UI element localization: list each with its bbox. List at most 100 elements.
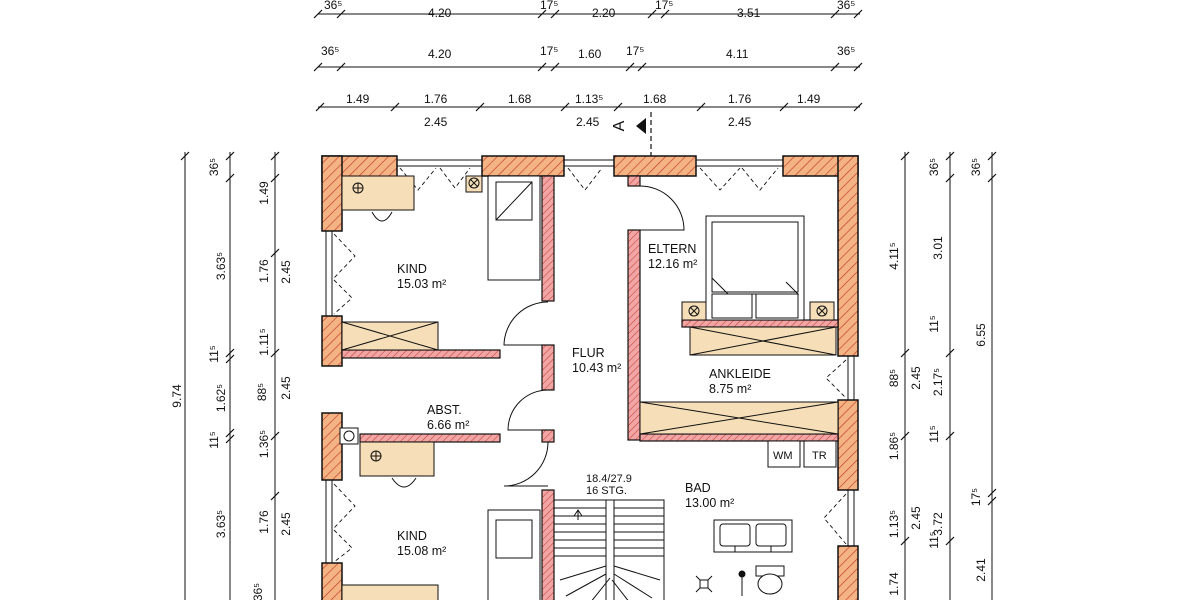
- dim-label: 17⁵: [540, 44, 558, 58]
- dim-label: 1.76: [424, 92, 448, 106]
- room-area: 12.16 m²: [648, 257, 697, 271]
- dim-label: 2.20: [592, 6, 616, 20]
- dim-label: 1.13⁵: [887, 510, 901, 538]
- dim-label: 1.11⁵: [257, 328, 271, 355]
- dim-label: 1.49: [257, 181, 271, 205]
- dim-label: 11⁵: [927, 425, 941, 442]
- dim-label: 1.49: [346, 92, 370, 106]
- room-name: ANKLEIDE: [709, 367, 771, 381]
- dim-label: 36⁵: [207, 158, 221, 176]
- stair-labels: 18.4/27.9 16 STG.: [586, 473, 632, 497]
- dim-label: 3.51: [737, 6, 761, 20]
- dim-label: 17⁵: [540, 0, 558, 12]
- dim-label: 1.36⁵: [257, 430, 271, 458]
- dim-label: 1.13⁵: [575, 92, 603, 106]
- dimension-row-2: 36⁵ 4.20 17⁵ 1.60 17⁵ 4.11 36⁵: [321, 44, 855, 61]
- furniture: [339, 175, 839, 600]
- dim-label: 17⁵: [969, 488, 983, 506]
- dim-label: 36⁵: [251, 583, 265, 600]
- dim-label: 88⁵: [887, 369, 901, 387]
- dim-label: 3.72: [931, 512, 945, 536]
- dim-label: 1.76: [728, 92, 752, 106]
- interior-walls: [341, 175, 839, 600]
- dimension-left: 9.74 36⁵ 3.63⁵ 11⁵ 1.62⁵ 11⁵ 3.63⁵ 36⁵ 1…: [170, 158, 293, 600]
- section-label: A: [611, 120, 628, 131]
- dimension-chains: [184, 13, 993, 600]
- doors: [503, 185, 685, 487]
- dim-label: 2.17⁵: [931, 368, 945, 396]
- dim-label: 36⁵: [837, 44, 855, 58]
- staircase: [553, 499, 665, 600]
- appliance-labels: WM TR: [773, 450, 827, 462]
- dim-label: 2.45: [728, 115, 752, 129]
- dim-label: 2.45: [909, 506, 923, 530]
- room-labels: KIND 15.03 m² ELTERN 12.16 m² FLUR 10.43…: [397, 242, 771, 558]
- dim-label: 2.45: [279, 376, 293, 400]
- dryer-box: [803, 440, 837, 468]
- stair-ratio: 18.4/27.9: [586, 473, 632, 485]
- dim-label: 36⁵: [969, 158, 983, 176]
- dim-label: 11⁵: [207, 431, 221, 448]
- dim-label: 3.63⁵: [214, 252, 228, 280]
- dim-label: 4.20: [428, 47, 452, 61]
- room-area: 10.43 m²: [572, 361, 621, 375]
- dim-label: 1.60: [578, 47, 602, 61]
- washer-label: WM: [773, 450, 793, 462]
- lamp-icon: [352, 182, 364, 194]
- dim-label: 17⁵: [626, 44, 644, 58]
- section-marker: A: [611, 112, 652, 158]
- dim-label: 36⁵: [324, 0, 342, 12]
- room-name: KIND: [397, 262, 427, 276]
- dim-label: 2.45: [576, 115, 600, 129]
- room-name: KIND: [397, 529, 427, 543]
- dimension-ticks: [180, 9, 997, 546]
- window-swings: [333, 167, 847, 563]
- dim-label: 1.76: [257, 259, 271, 283]
- dim-label: 36⁵: [927, 158, 941, 176]
- dim-label: 36⁵: [321, 44, 339, 58]
- room-area: 8.75 m²: [709, 382, 751, 396]
- dim-label: 6.55: [974, 323, 988, 347]
- dim-label: 1.76: [257, 510, 271, 534]
- room-area: 15.08 m²: [397, 544, 446, 558]
- dim-label: 2.45: [279, 260, 293, 284]
- dim-label: 4.11⁵: [887, 242, 901, 269]
- dim-label: 88⁵: [255, 383, 269, 401]
- dim-label: 3.01: [931, 236, 945, 260]
- dim-label: 1.68: [508, 92, 532, 106]
- room-area: 15.03 m²: [397, 277, 446, 291]
- dim-label: 2.45: [909, 366, 923, 390]
- room-name: BAD: [685, 481, 711, 495]
- windows: [325, 159, 855, 563]
- room-name: ELTERN: [648, 242, 696, 256]
- room-area: 6.66 m²: [427, 418, 469, 432]
- dim-label: 2.45: [279, 512, 293, 536]
- dim-label: 1.86⁵: [887, 432, 901, 460]
- dim-label: 11⁵: [207, 345, 221, 362]
- dim-label: 4.20: [428, 6, 452, 20]
- dryer-label: TR: [812, 450, 827, 462]
- dim-label: 4.11: [726, 47, 749, 61]
- dim-label: 1.68: [643, 92, 667, 106]
- dim-label: 2.41: [974, 558, 988, 582]
- shower-drain-icon: [695, 575, 713, 593]
- stair-count: 16 STG.: [586, 485, 627, 497]
- dim-label: 11⁵: [927, 315, 941, 332]
- dim-label: 1.49: [797, 92, 821, 106]
- dim-label: 11⁵: [927, 531, 941, 548]
- lamp-icon: [370, 450, 382, 462]
- dim-label: 2.45: [424, 115, 448, 129]
- washer-box: [767, 440, 801, 468]
- dim-label: 17⁵: [655, 0, 673, 12]
- dim-label: 3.63⁵: [214, 510, 228, 538]
- dim-label: 9.74: [170, 384, 184, 408]
- dimension-row-3: 1.49 1.76 1.68 1.13⁵ 1.68 1.76 1.49 2.45…: [346, 92, 821, 129]
- room-name: ABST.: [427, 403, 462, 417]
- dim-label: 36⁵: [837, 0, 855, 12]
- room-name: FLUR: [572, 346, 605, 360]
- dim-label: 1.62⁵: [214, 384, 228, 412]
- room-area: 13.00 m²: [685, 496, 734, 510]
- dim-label: 1.74: [887, 572, 901, 596]
- dimension-right: 4.11⁵ 11⁵ 88⁵ 1.86⁵ 1.13⁵ 1.74 2.45 2.45…: [887, 158, 988, 596]
